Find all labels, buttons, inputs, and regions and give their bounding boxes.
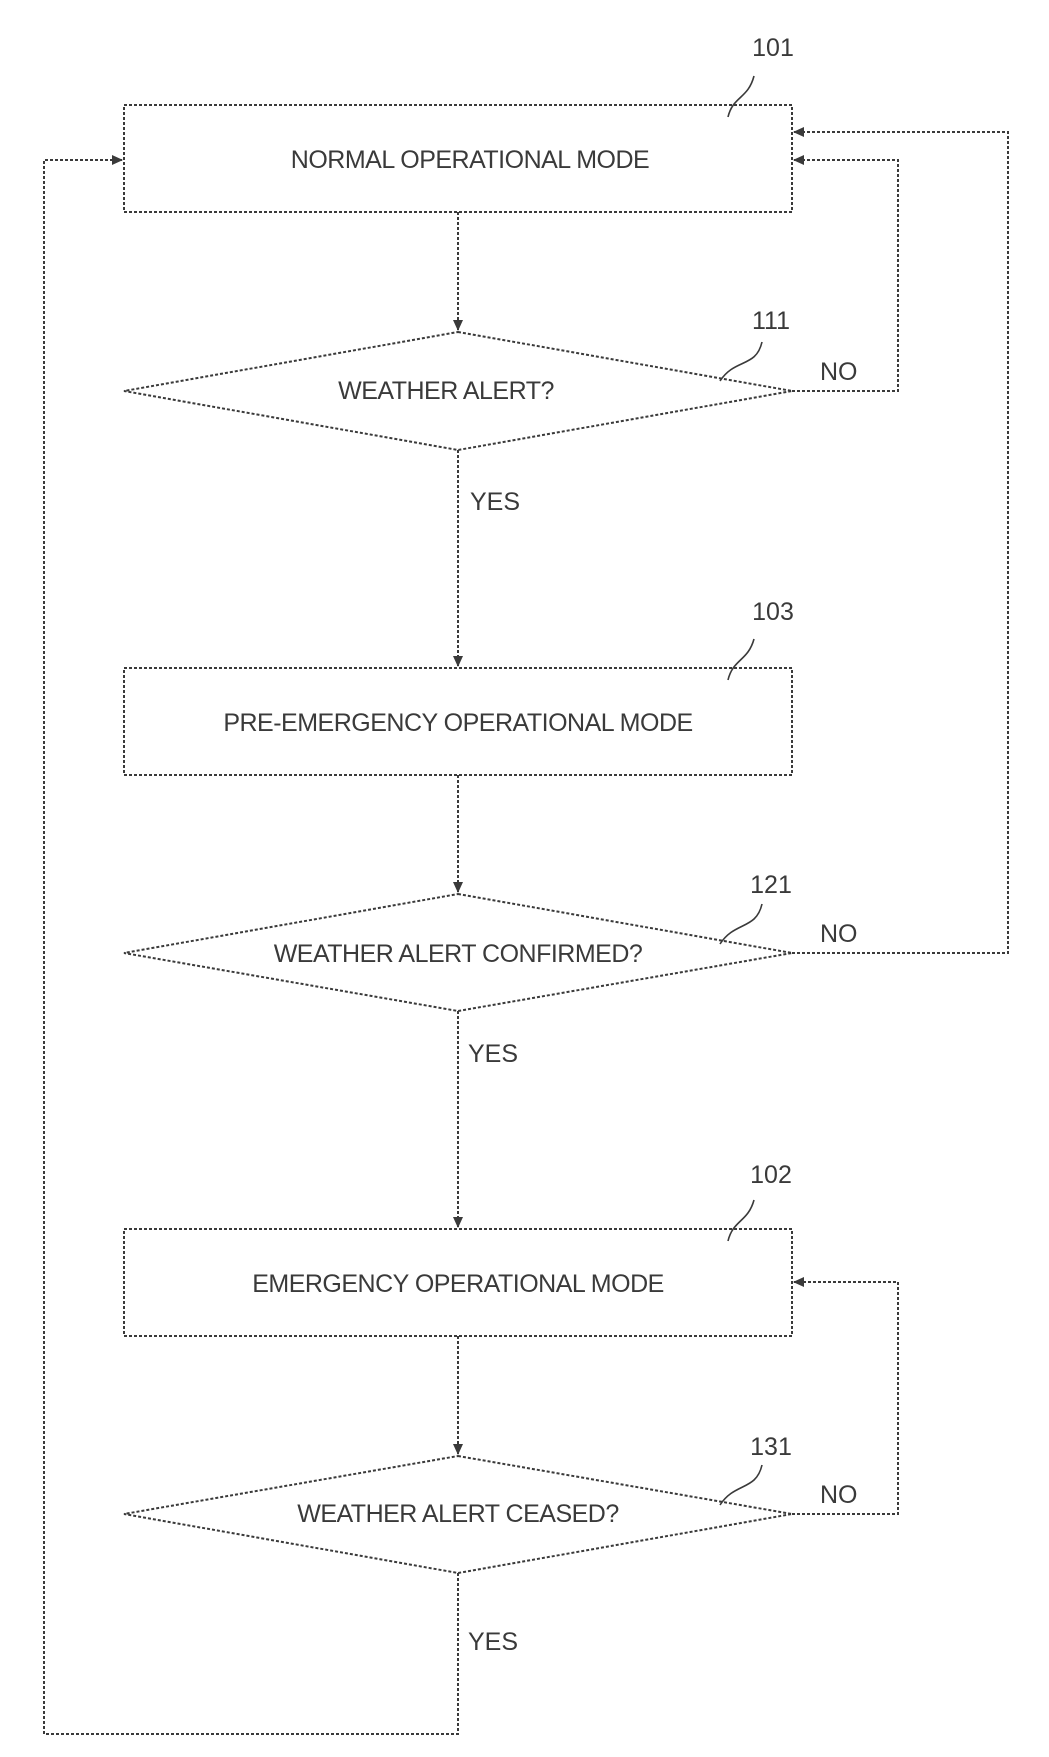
arrow-confirmed-no-to-normal — [792, 132, 1008, 953]
weather-alert-yes-label: YES — [470, 488, 520, 516]
arrow-weather-alert-no-to-normal — [792, 160, 898, 391]
weather-alert-confirmed-label: WEATHER ALERT CONFIRMED? — [274, 940, 643, 968]
emergency-mode-label: EMERGENCY OPERATIONAL MODE — [252, 1270, 664, 1298]
node-pre-emergency-operational-mode: PRE-EMERGENCY OPERATIONAL MODE — [124, 668, 792, 775]
ref-131-leader — [720, 1465, 762, 1505]
ref-103-label: 103 — [752, 598, 794, 626]
weather-alert-ceased-label: WEATHER ALERT CEASED? — [297, 1500, 619, 1528]
node-weather-alert-decision: WEATHER ALERT? — [124, 332, 792, 450]
ref-121-label: 121 — [750, 871, 792, 899]
node-weather-alert-confirmed-decision: WEATHER ALERT CONFIRMED? — [124, 894, 792, 1011]
ref-101-label: 101 — [752, 34, 794, 62]
normal-mode-label: NORMAL OPERATIONAL MODE — [291, 146, 649, 174]
alert-confirmed-no-label: NO — [820, 920, 858, 948]
weather-alert-label: WEATHER ALERT? — [338, 377, 554, 405]
alert-ceased-yes-label: YES — [468, 1628, 518, 1656]
node-weather-alert-ceased-decision: WEATHER ALERT CEASED? — [124, 1456, 792, 1573]
ref-131-label: 131 — [750, 1433, 792, 1461]
node-normal-operational-mode: NORMAL OPERATIONAL MODE — [124, 105, 792, 212]
node-emergency-operational-mode: EMERGENCY OPERATIONAL MODE — [124, 1229, 792, 1336]
pre-emergency-mode-label: PRE-EMERGENCY OPERATIONAL MODE — [223, 709, 692, 737]
ref-111-leader — [720, 342, 762, 381]
alert-ceased-no-label: NO — [820, 1481, 858, 1509]
ref-121-leader — [720, 904, 762, 944]
alert-confirmed-yes-label: YES — [468, 1040, 518, 1068]
arrow-ceased-no-to-emergency — [792, 1282, 898, 1514]
weather-alert-no-label: NO — [820, 358, 858, 386]
ref-111-label: 111 — [752, 307, 790, 335]
ref-102-label: 102 — [750, 1161, 792, 1189]
